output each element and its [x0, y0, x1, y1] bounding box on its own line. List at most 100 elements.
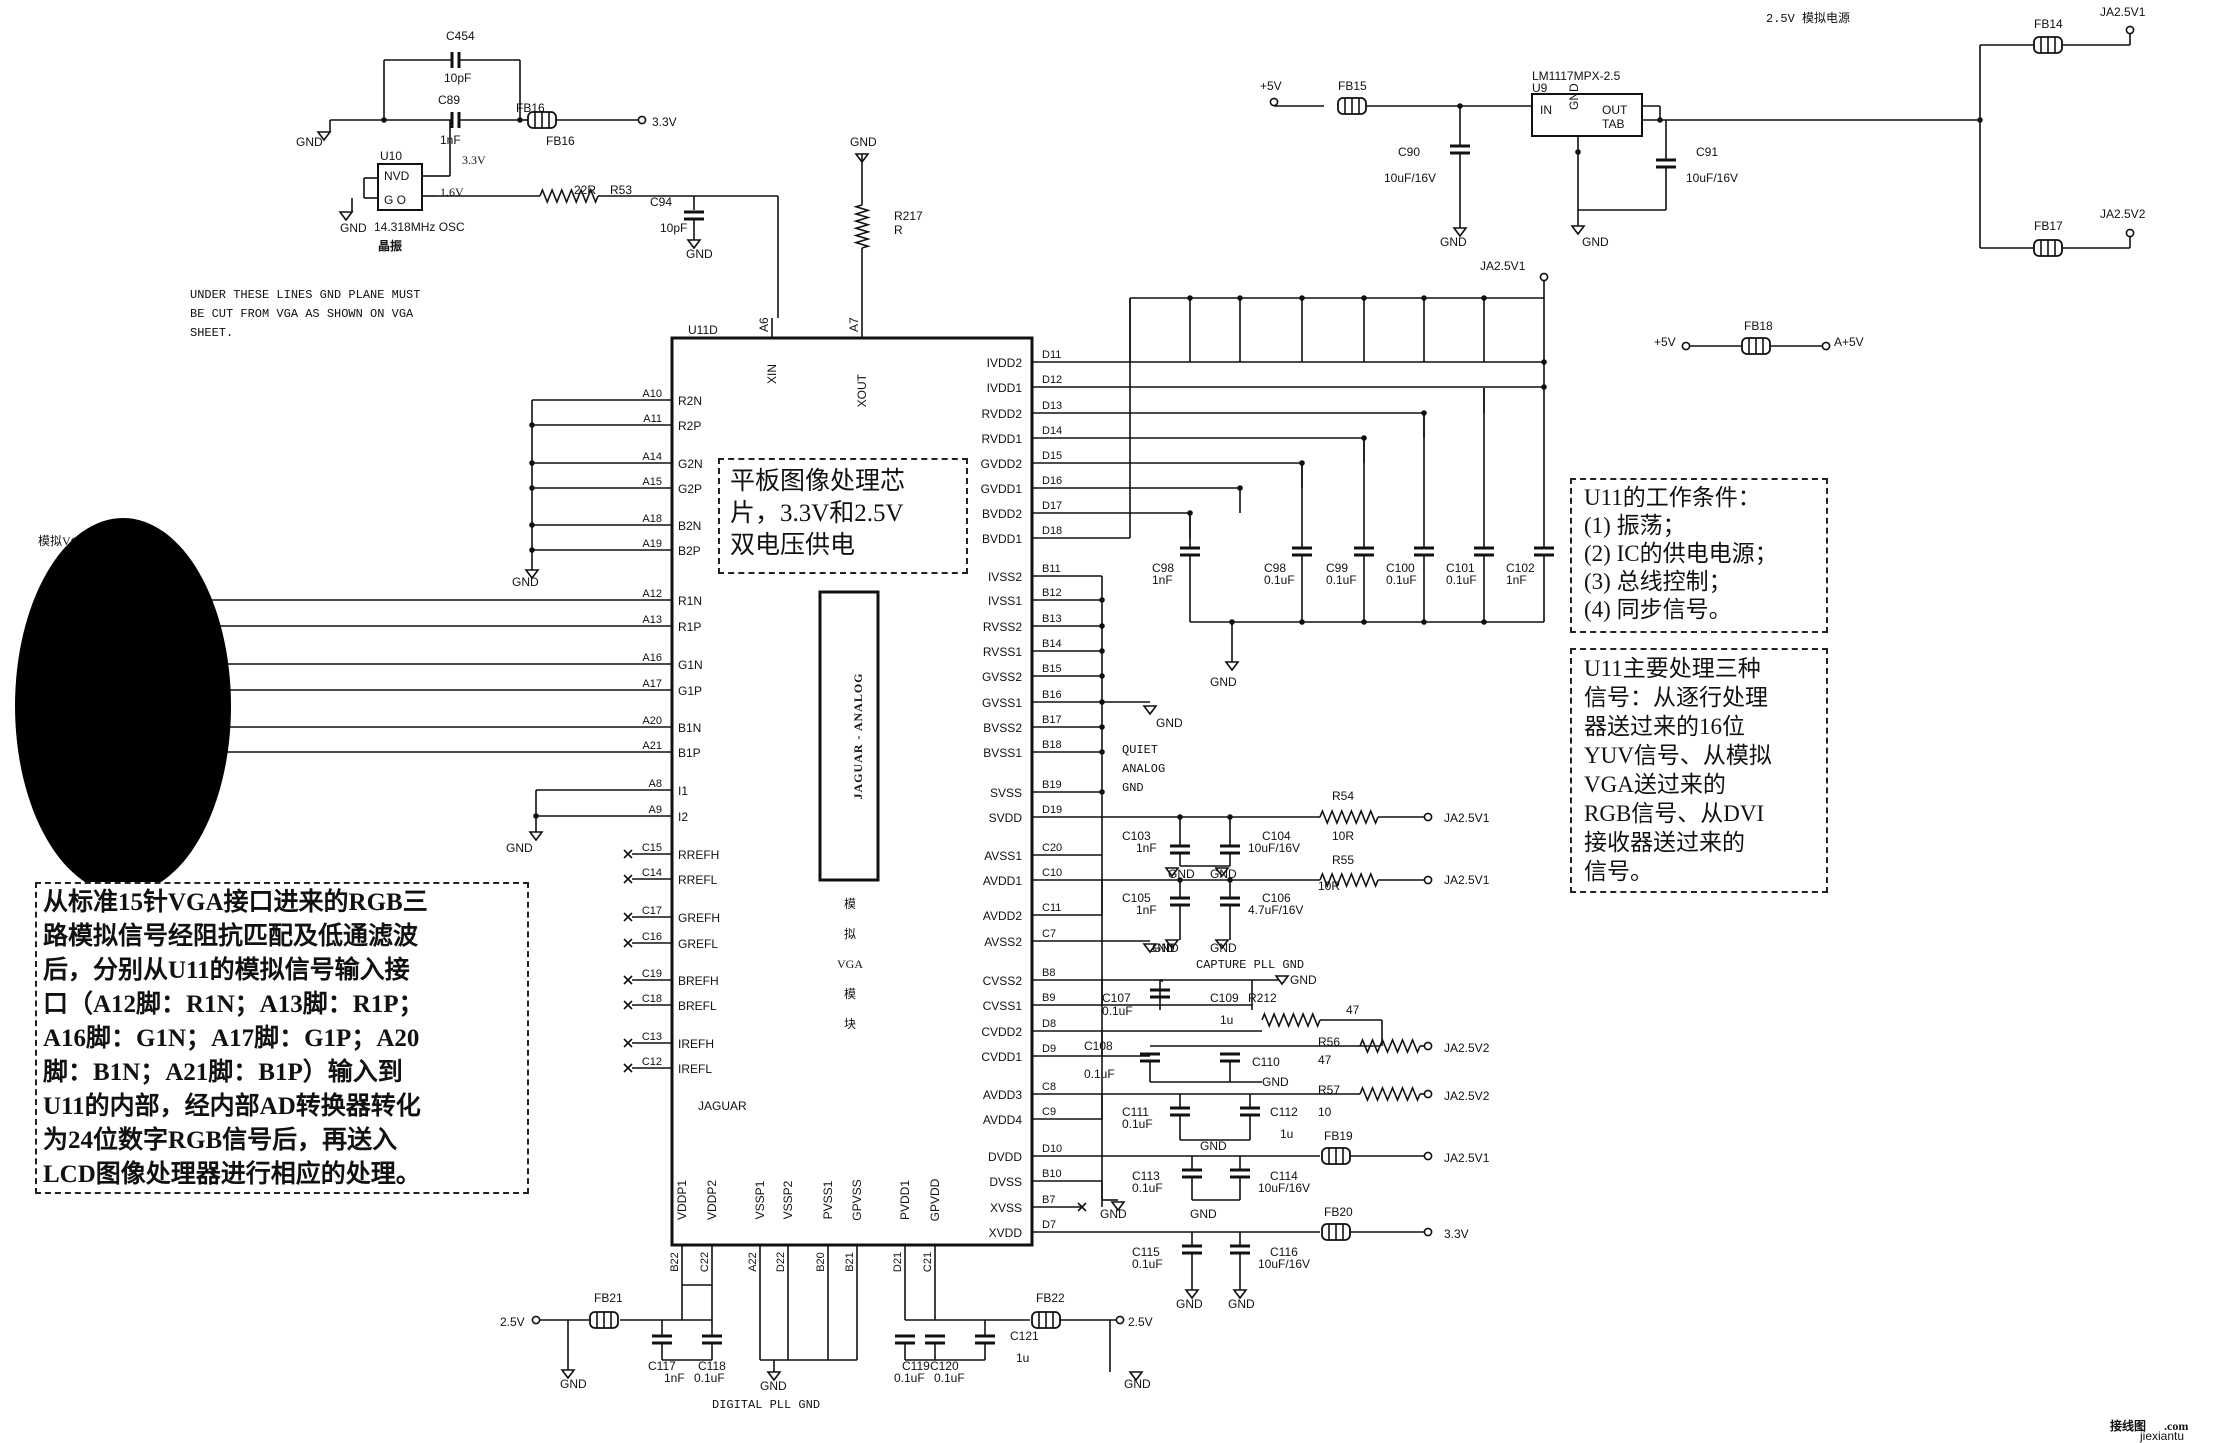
bead-ref: FB16	[516, 101, 545, 115]
pin-name: GVDD2	[981, 457, 1023, 471]
gnd-label: GND	[1124, 1377, 1151, 1391]
pin-name: GPVDD	[928, 1178, 942, 1221]
vga-description-note: 从标准15针VGA接口进来的RGB三 路模拟信号经阻抗匹配及低通滤波 后，分别从…	[35, 882, 529, 1194]
cap-ref: C111	[1122, 1105, 1149, 1119]
note-line: (2) IC的供电电源；	[1584, 541, 1778, 566]
pin-name: VDDP1	[675, 1180, 689, 1220]
pin-name: TAB	[1602, 117, 1624, 131]
resistor-ref: R55	[1332, 853, 1354, 867]
cap-ref: C109	[1210, 991, 1239, 1005]
pin-name: BVSS2	[983, 721, 1022, 735]
pin-name: GVSS2	[982, 670, 1022, 684]
chip-name-box	[818, 590, 880, 882]
gnd-label: GND	[760, 1379, 787, 1393]
watermark-brand: 接线图	[2110, 1418, 2146, 1433]
pin-name: R1P	[678, 620, 701, 634]
cap-value: 1nF	[664, 1371, 685, 1385]
terminal	[1115, 1315, 1125, 1325]
pin-number: C13	[642, 1031, 662, 1043]
pin-number: D21	[892, 1252, 904, 1272]
bead-ref: FB21	[594, 1291, 623, 1305]
pin-name: IVSS1	[988, 594, 1022, 608]
pin-number: A20	[642, 715, 662, 727]
terminal	[1821, 341, 1831, 351]
net-label: +5V	[1654, 335, 1676, 349]
chip-ref: U11D	[688, 323, 718, 337]
gnd-label: GND	[296, 135, 323, 149]
pin-name: IVDD1	[987, 381, 1023, 395]
pin-number: D17	[1042, 500, 1062, 512]
note-line: U11的工作条件：	[1584, 485, 1761, 510]
gnd-label: GND	[512, 575, 539, 589]
pin-name: G1N	[678, 658, 703, 672]
cap-ref: C118	[698, 1359, 726, 1373]
junction-dot	[1481, 619, 1487, 625]
net-label: 2.5V	[1128, 1315, 1153, 1329]
pin-number: B14	[1042, 638, 1062, 650]
net-label: JA2.5V2	[1444, 1041, 1490, 1055]
junction-dot	[1575, 149, 1581, 155]
cap-value: 0.1uF	[894, 1371, 925, 1385]
cap-ref: C454	[446, 29, 475, 43]
pin-number: B12	[1042, 587, 1062, 599]
pin-number: D19	[1042, 804, 1062, 816]
pin-number: A12	[642, 588, 662, 600]
pin-number: C8	[1042, 1081, 1056, 1093]
cap-ref: C98	[1264, 561, 1286, 575]
cap-ref: C99	[1326, 561, 1348, 575]
note-line: 片，3.3V和2.5V	[730, 500, 904, 527]
terminal	[1423, 875, 1433, 885]
pin-name: IREFL	[678, 1062, 712, 1076]
capture-pll-gnd-label: CAPTURE PLL GND	[1196, 958, 1304, 972]
regulator-u9	[1531, 93, 1643, 137]
pin-name: R2N	[678, 394, 702, 408]
working-conditions-note: U11的工作条件： (1) 振荡； (2) IC的供电电源； (3) 总线控制；…	[1570, 478, 1828, 633]
gnd-label: GND	[1262, 1075, 1289, 1089]
pin-number: C18	[642, 993, 662, 1005]
junction-dot	[533, 813, 539, 819]
pin-number: B10	[1042, 1168, 1062, 1180]
terminal	[531, 1315, 541, 1325]
gnd-label: GND	[1200, 1139, 1227, 1153]
cap-ref: C112	[1270, 1105, 1298, 1119]
cap-value: 10pF	[444, 71, 471, 85]
junction-dot	[1361, 619, 1367, 625]
digital-pll-gnd-label: DIGITAL PLL GND	[712, 1398, 820, 1412]
ground-symbol	[1274, 975, 1290, 986]
note-line: 器送过来的16位	[1584, 714, 1745, 739]
bead-ref: FB14	[2034, 17, 2063, 31]
gnd-label: GND	[1210, 941, 1237, 955]
chip-module-label: 模	[844, 987, 856, 1001]
pin-number: D10	[1042, 1143, 1062, 1155]
pin-name: XOUT	[855, 373, 869, 407]
cap-ref: C91	[1696, 145, 1718, 159]
pin-number: B15	[1042, 663, 1062, 675]
resistor-value: 47	[1318, 1053, 1332, 1067]
junction-dot	[1229, 619, 1235, 625]
junction-dot	[1421, 619, 1427, 625]
pin-number: C17	[642, 905, 662, 917]
watermark-com: .com	[2164, 1419, 2188, 1433]
cap-value: 1nF	[1136, 841, 1157, 855]
resistor	[1359, 1085, 1421, 1103]
terminal	[1423, 1089, 1433, 1099]
pin-number: A8	[649, 778, 662, 790]
net-label: 3.3V	[652, 115, 677, 129]
junction-dot	[1177, 877, 1183, 883]
cap-ref: C117	[648, 1359, 676, 1373]
gnd-label: GND	[1210, 675, 1237, 689]
junction-dot	[1099, 673, 1105, 679]
gnd-label: GND	[1290, 973, 1317, 987]
cut-note-line: SHEET.	[190, 326, 233, 340]
ground-symbol	[686, 239, 702, 250]
cap-value: 10uF/16V	[1248, 841, 1300, 855]
junction-dot	[1227, 877, 1233, 883]
junction-dot	[381, 117, 387, 123]
pin-number: B16	[1042, 689, 1062, 701]
pin-number: C9	[1042, 1106, 1056, 1118]
cap-value: 1u	[1016, 1351, 1029, 1365]
pin-name: AVDD3	[983, 1088, 1022, 1102]
chip-module-label: 块	[844, 1017, 856, 1031]
wire	[623, 1063, 633, 1073]
pin-name: I2	[678, 810, 688, 824]
